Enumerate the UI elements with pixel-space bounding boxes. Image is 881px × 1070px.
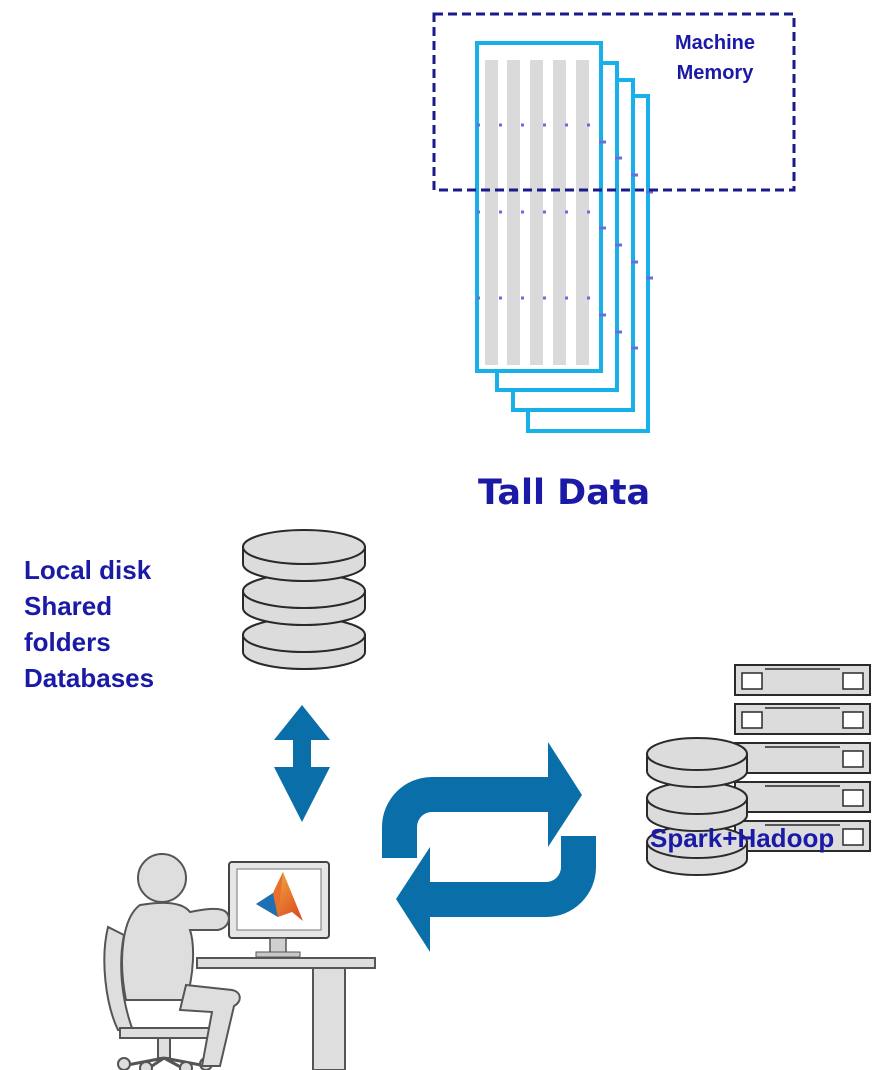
machine-memory-label-line: Memory	[676, 62, 754, 84]
machine-memory-label-line: Machine	[674, 32, 756, 54]
user-at-computer-icon	[103, 853, 376, 1070]
page-edge-ticks	[599, 140, 653, 350]
data-page-1	[475, 41, 603, 373]
server-unit	[734, 742, 871, 774]
data-column	[507, 60, 520, 365]
local-storage-label-line: folders	[24, 627, 111, 657]
exchange-arrows-icon	[382, 742, 596, 952]
server-unit	[734, 664, 871, 696]
server-unit	[734, 781, 871, 813]
server-rack-icon	[734, 664, 871, 852]
matlab-logo-icon	[256, 872, 303, 921]
data-column	[576, 60, 589, 365]
person-icon	[121, 853, 241, 1067]
bidirectional-arrow-icon	[274, 705, 330, 822]
server-unit	[734, 703, 871, 735]
tall-data-pages	[475, 41, 653, 433]
local-storage-label-line: Shared	[24, 591, 113, 621]
data-column	[485, 60, 498, 365]
database-icon	[242, 529, 366, 670]
local-storage-label: Local disk Shared folders Databases	[24, 552, 154, 696]
machine-memory-box	[432, 12, 796, 192]
local-storage-label-line: Local disk	[24, 555, 152, 585]
local-storage-label-line: Databases	[24, 663, 155, 693]
diagram-title: Tall Data	[478, 473, 651, 513]
cluster-label: Spark+Hadoop	[650, 823, 835, 853]
desk	[196, 957, 376, 1070]
data-column	[530, 60, 543, 365]
data-columns	[485, 60, 589, 365]
data-column	[553, 60, 566, 365]
machine-memory-label: Machine Memory	[640, 28, 790, 88]
cluster-database-icon	[646, 737, 748, 876]
monitor-icon	[228, 861, 330, 958]
